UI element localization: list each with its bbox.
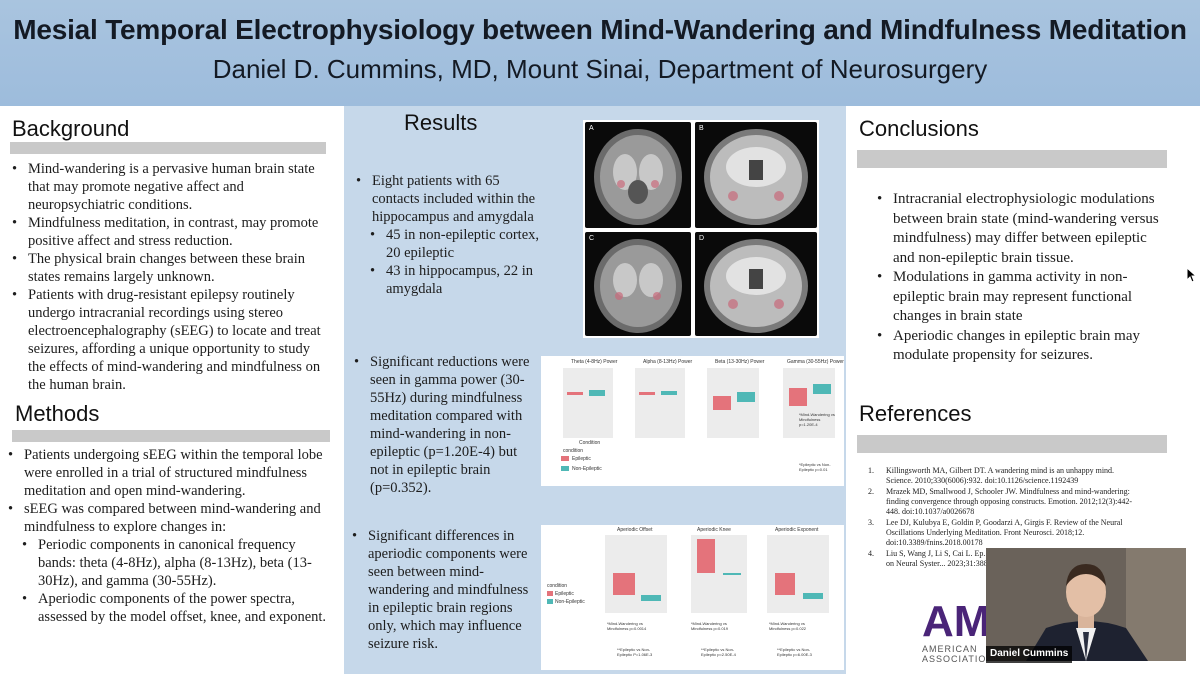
legend-swatch-non-epileptic (547, 599, 553, 604)
legend-swatch-non-epileptic (561, 466, 569, 471)
background-divider (10, 142, 326, 154)
mri-image-a: A (585, 122, 691, 228)
legend-label: Epileptic (572, 456, 591, 462)
list-item: Aperiodic changes in epileptic brain may… (877, 327, 1167, 366)
brain-coronal-icon (704, 129, 808, 225)
power-boxplots (561, 368, 835, 471)
mouse-cursor-icon (1186, 267, 1196, 283)
legend-label: Non-Epileptic (572, 466, 602, 472)
legend-title: condition (547, 583, 568, 589)
aperiodic-annotation-2: **Epileptic vs Non-Epileptic P=1.06E-3 (617, 647, 653, 657)
plot-title: Aperiodic Exponent (775, 527, 819, 533)
aperiodic-annotation-2: **Epileptic vs Non-Epileptic p=6.00E-3 (777, 647, 812, 657)
aperiodic-annotation: *Mind-Wandering vs Mindfulness p=0.0014 (607, 621, 647, 631)
methods-divider (12, 430, 330, 442)
speaker-avatar-icon (986, 548, 1186, 661)
list-subitem: Aperiodic components of the power spectr… (8, 590, 328, 626)
list-subitem: 43 in hippocampus, 22 in amygdala (356, 262, 546, 298)
list-item: Intracranial electrophysiologic modulati… (877, 190, 1167, 268)
panel-label: C (589, 235, 595, 242)
list-item: The physical brain changes between these… (12, 250, 330, 286)
aperiodic-annotation: *Mind-Wandering vs Mindfulness p=0.019 (691, 621, 729, 631)
logo-mark: AM (922, 597, 991, 646)
plot-title: Aperiodic Offset (617, 527, 653, 533)
references-heading: References (859, 401, 972, 426)
mri-image-d: D (695, 232, 817, 336)
conclusions-divider (857, 150, 1167, 168)
alpha-plot (635, 368, 685, 438)
background-heading: Background (12, 116, 130, 141)
results-list-2: Significant reductions were seen in gamm… (354, 353, 536, 497)
list-subitem: 45 in non-epileptic cortex, 20 epileptic (356, 226, 546, 262)
axis-label: Condition (579, 440, 601, 446)
legend-swatch-epileptic (561, 456, 569, 461)
panel-label: D (699, 235, 705, 242)
plot-title: Aperiodic Knee (697, 527, 731, 533)
methods-heading: Methods (15, 401, 100, 426)
gamma-annotation-2: *Epileptic vs Non-Epileptic p=0.01 (799, 462, 831, 472)
legend-swatch-epileptic (547, 591, 553, 596)
reference-item: 1.Killingsworth MA, Gilbert DT. A wander… (868, 466, 1115, 485)
legend-label: Non-Epileptic (555, 599, 585, 605)
reference-item: 2.Mrazek MD, Smallwood J, Schooler JW. M… (868, 487, 1133, 516)
panel-label: B (699, 125, 704, 132)
poster-subtitle: Daniel D. Cummins, MD, Mount Sinai, Depa… (212, 54, 988, 84)
logo-text: ASSOCIATIO (922, 654, 987, 664)
list-item: Significant differences in aperiodic com… (352, 527, 532, 653)
poster-header: Mesial Temporal Electrophysiology betwee… (0, 0, 1200, 106)
results-heading: Results (404, 110, 478, 135)
list-item: Significant reductions were seen in gamm… (354, 353, 536, 497)
brain-axial-icon (594, 239, 682, 333)
mri-image-b: B (695, 122, 817, 228)
panel-label: A (589, 125, 594, 132)
methods-list: Patients undergoing sEEG within the temp… (8, 446, 328, 626)
gamma-plot (783, 368, 835, 438)
legend-label: Epileptic (555, 591, 574, 597)
gamma-annotation: *Mind-Wandering vs Mindfulness p=1.20E-4 (799, 412, 835, 427)
list-item: Mindfulness meditation, in contrast, may… (12, 214, 330, 250)
brain-coronal-icon (704, 239, 808, 333)
reference-item: 3.Lee DJ, Kulubya E, Goldin P, Goodarzi … (868, 518, 1123, 547)
speaker-video[interactable] (986, 548, 1186, 661)
list-item: sEEG was compared between mind-wandering… (8, 500, 328, 536)
knee-plot (691, 535, 747, 613)
list-item: Eight patients with 65 contacts included… (356, 172, 546, 226)
power-figure: Theta (4-8Hz) Power Alpha (8-13Hz) Power… (541, 356, 844, 486)
plot-title: Theta (4-8Hz) Power (571, 359, 618, 365)
mri-figure: A B C D (583, 120, 819, 338)
conclusions-heading: Conclusions (859, 116, 979, 141)
results-list-1: Eight patients with 65 contacts included… (356, 172, 546, 298)
list-subitem: Periodic components in canonical frequen… (8, 536, 328, 590)
plot-title: Alpha (8-13Hz) Power (643, 359, 693, 365)
theta-plot (563, 368, 613, 438)
offset-plot (605, 535, 667, 613)
plot-title: Beta (13-30Hz) Power (715, 359, 765, 365)
speaker-name-label: Daniel Cummins (986, 646, 1073, 663)
poster-title: Mesial Temporal Electrophysiology betwee… (13, 14, 1187, 45)
aperiodic-figure: Aperiodic Offset Aperiodic Knee Aperiodi… (541, 525, 844, 670)
list-item: Patients undergoing sEEG within the temp… (8, 446, 328, 500)
mri-image-c: C (585, 232, 691, 336)
references-divider (857, 435, 1167, 453)
plot-title: Gamma (30-55Hz) Power (787, 359, 844, 365)
legend-title: condition (563, 448, 584, 454)
background-list: Mind-wandering is a pervasive human brai… (12, 160, 330, 394)
aperiodic-boxplots (547, 535, 829, 613)
list-item: Mind-wandering is a pervasive human brai… (12, 160, 330, 214)
beta-plot (707, 368, 759, 438)
results-list-3: Significant differences in aperiodic com… (352, 527, 532, 653)
conclusions-list: Intracranial electrophysiologic modulati… (877, 190, 1167, 366)
list-item: Patients with drug-resistant epilepsy ro… (12, 286, 330, 394)
aperiodic-annotation-2: **Epileptic vs Non-Epileptic p=2.50E-4 (701, 647, 736, 657)
aperiodic-annotation: *Mind-Wandering vs Mindfulness p=0.022 (769, 621, 807, 631)
association-logo: AM AMERICAN ASSOCIATIO (922, 597, 991, 665)
brain-axial-icon (594, 129, 682, 225)
logo-text: AMERICAN (922, 644, 978, 654)
list-item: Modulations in gamma activity in non-epi… (877, 268, 1167, 327)
exponent-plot (767, 535, 829, 613)
